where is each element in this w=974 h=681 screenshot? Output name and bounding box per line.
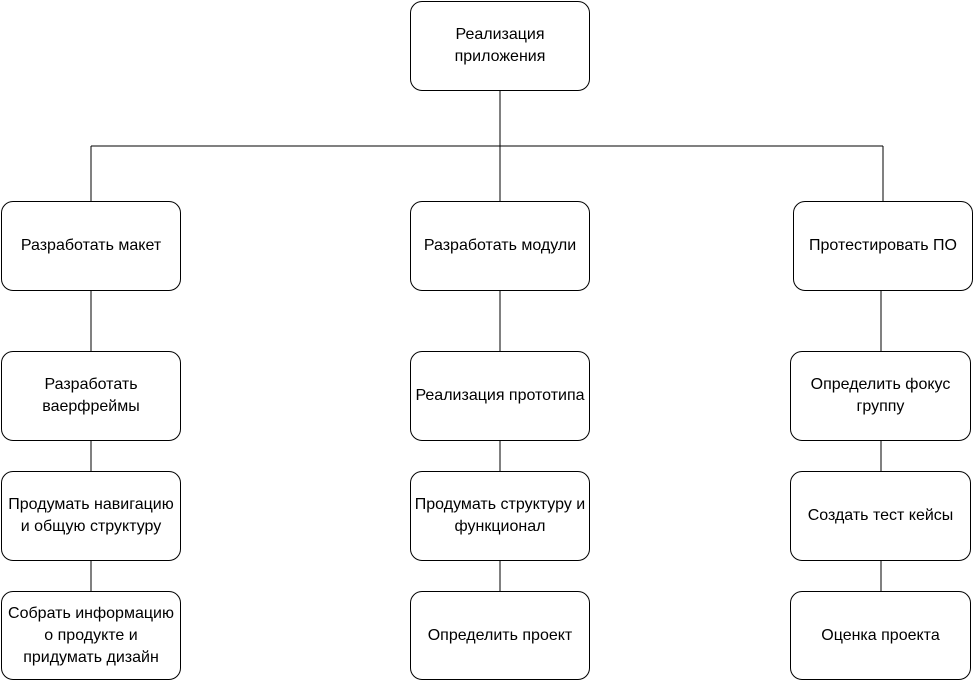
task-node-navigation: Продумать навигацию и общую структуру bbox=[1, 471, 181, 561]
root-node-label: Реализация приложения bbox=[454, 26, 546, 65]
task-node-label: Собрать информацию о продукте и придумат… bbox=[8, 604, 174, 666]
branch-node-label: Разработать модули bbox=[423, 237, 577, 254]
task-node-focus-group: Определить фокус группу bbox=[790, 351, 971, 441]
task-node-define-project: Определить проект bbox=[410, 591, 590, 680]
branch-node-modules: Разработать модули bbox=[410, 201, 590, 291]
root-node: Реализация приложения bbox=[410, 1, 590, 91]
task-node-label: Разработать ваерфреймы bbox=[42, 376, 140, 415]
task-node-label: Продумать структуру и функционал bbox=[414, 496, 586, 535]
task-node-label: Реализация прототипа bbox=[415, 387, 585, 404]
task-node-research-design: Собрать информацию о продукте и придумат… bbox=[1, 591, 181, 680]
branch-node-testing: Протестировать ПО bbox=[793, 201, 973, 291]
task-node-label: Создать тест кейсы bbox=[807, 507, 954, 524]
task-node-label: Оценка проекта bbox=[821, 626, 940, 644]
task-node-wireframes: Разработать ваерфреймы bbox=[1, 351, 181, 441]
task-node-structure: Продумать структуру и функционал bbox=[410, 471, 590, 561]
task-node-label: Определить фокус группу bbox=[810, 376, 951, 415]
branch-node-design: Разработать макет bbox=[1, 201, 181, 291]
task-node-test-cases: Создать тест кейсы bbox=[790, 471, 971, 561]
task-node-evaluation: Оценка проекта bbox=[790, 591, 971, 680]
task-node-prototype: Реализация прототипа bbox=[410, 351, 590, 441]
branch-node-label: Разработать макет bbox=[20, 237, 162, 254]
branch-node-label: Протестировать ПО bbox=[809, 237, 957, 254]
task-node-label: Определить проект bbox=[427, 626, 573, 644]
task-node-label: Продумать навигацию и общую структуру bbox=[8, 496, 174, 535]
